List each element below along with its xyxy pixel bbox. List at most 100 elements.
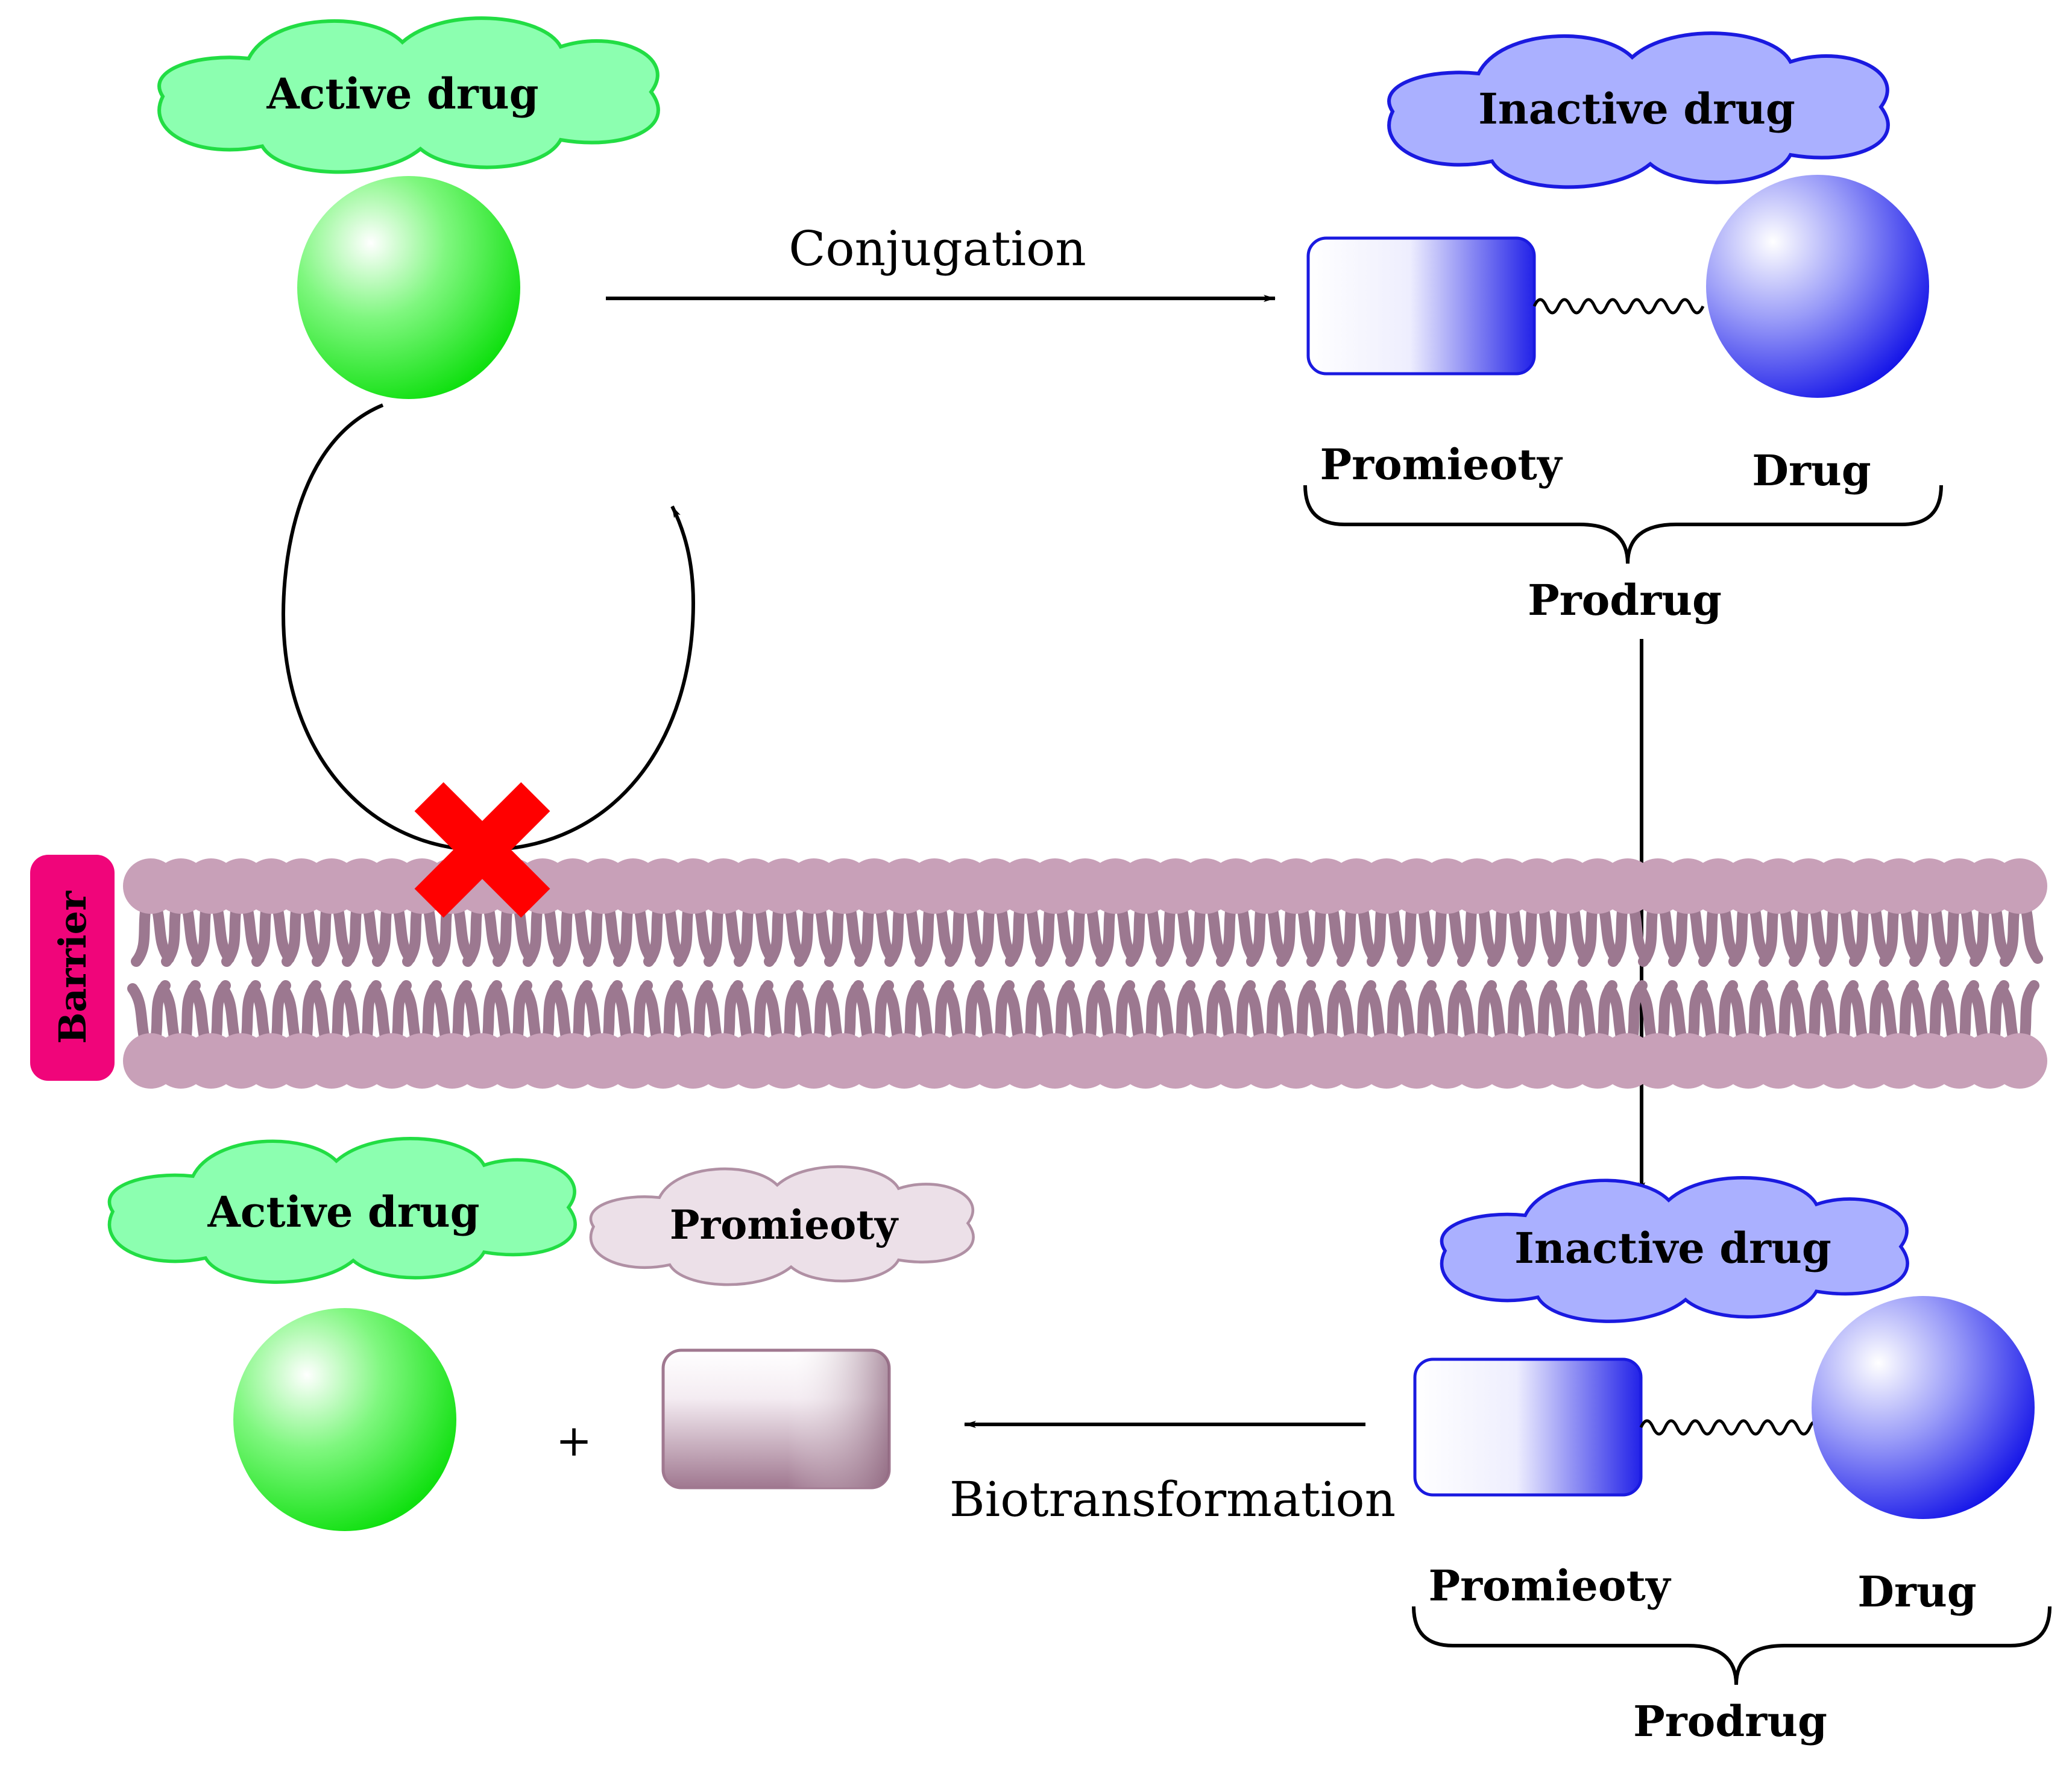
lipid-tail bbox=[1001, 983, 1024, 1045]
lipid-tail bbox=[1909, 902, 1930, 967]
lipid-tail bbox=[161, 902, 181, 967]
lipid-tail bbox=[553, 902, 573, 967]
lipid-tail bbox=[1035, 902, 1056, 967]
lipid-tail bbox=[1457, 902, 1478, 967]
lipid-tail bbox=[1152, 983, 1175, 1045]
lipid-tail bbox=[854, 902, 875, 967]
lipid-tail bbox=[282, 902, 302, 967]
lipid-tail bbox=[945, 902, 965, 967]
lipid-tail bbox=[1548, 902, 1568, 967]
lipid-tail bbox=[734, 902, 754, 967]
lipid-tail bbox=[1273, 983, 1296, 1045]
lipid-tail bbox=[312, 902, 332, 967]
lipid-tail bbox=[1695, 983, 1718, 1045]
lipid-tail bbox=[368, 983, 391, 1045]
lipid-tail bbox=[157, 983, 180, 1045]
lipid-tail bbox=[640, 983, 663, 1045]
lipid-tail bbox=[1303, 983, 1326, 1045]
linker-bottom bbox=[1639, 1419, 1821, 1436]
lipid-bilayer-membrane bbox=[123, 858, 2047, 1089]
lipid-tail bbox=[1668, 902, 1689, 967]
lipid-tail bbox=[523, 902, 543, 967]
lipid-tail bbox=[1212, 983, 1235, 1045]
lipid-tail bbox=[2020, 902, 2043, 964]
lipid-tail bbox=[127, 983, 150, 1045]
lipid-tail bbox=[971, 983, 994, 1045]
lipid-tail bbox=[1578, 902, 1598, 967]
inactive-drug-cloud-top: Inactive drug bbox=[1387, 31, 1890, 189]
linker-top bbox=[1532, 298, 1705, 315]
lipid-tail bbox=[764, 902, 784, 967]
lipid-tail bbox=[1333, 983, 1356, 1045]
lipid-tail bbox=[1638, 902, 1658, 967]
lipid-tail bbox=[881, 983, 904, 1045]
lipid-tail bbox=[884, 902, 905, 967]
lipid-tail bbox=[1031, 983, 1054, 1045]
lipid-tail bbox=[911, 983, 934, 1045]
lipid-tail bbox=[308, 983, 331, 1045]
lipid-head-outer bbox=[1992, 858, 2047, 914]
lipid-tail bbox=[1363, 983, 1386, 1045]
lipid-tail bbox=[670, 983, 693, 1045]
lipid-tail bbox=[2019, 980, 2039, 1045]
lipid-tail bbox=[704, 902, 724, 967]
lipid-tail bbox=[398, 983, 421, 1045]
lipid-tail bbox=[1514, 983, 1537, 1045]
lipid-tail bbox=[760, 983, 783, 1045]
blocked-permeation-arrow bbox=[281, 403, 696, 852]
lipid-tail bbox=[1936, 983, 1959, 1045]
lipid-tail bbox=[131, 902, 151, 967]
lipid-tail bbox=[1517, 902, 1538, 967]
lipid-tail bbox=[1759, 902, 1779, 967]
active-drug-label-top: Active drug bbox=[266, 69, 538, 119]
lipid-tail bbox=[1996, 983, 2019, 1045]
plus-sign: + bbox=[556, 1415, 592, 1466]
lipid-tail bbox=[221, 902, 242, 967]
lipid-tail bbox=[579, 983, 602, 1045]
lipid-tail bbox=[519, 983, 542, 1045]
lipid-tail bbox=[609, 983, 632, 1045]
lipid-tail bbox=[1608, 902, 1628, 967]
lipid-tail bbox=[790, 983, 813, 1045]
lipid-tail bbox=[1065, 902, 1086, 967]
lipid-tail bbox=[1095, 902, 1116, 967]
lipid-tail bbox=[2000, 902, 2020, 967]
lipid-tail bbox=[1574, 983, 1597, 1045]
lipid-tail bbox=[489, 983, 512, 1045]
lipid-tail bbox=[1785, 983, 1808, 1045]
inactive-drug-label-bottom: Inactive drug bbox=[1514, 1223, 1831, 1273]
lipid-tail bbox=[1182, 983, 1205, 1045]
lipid-tail bbox=[643, 902, 664, 967]
lipid-tail bbox=[1453, 983, 1476, 1045]
lipid-tail bbox=[1728, 902, 1749, 967]
lipid-tail bbox=[673, 902, 694, 967]
lipid-tail bbox=[278, 983, 301, 1045]
lipid-tail bbox=[1427, 902, 1447, 967]
lipid-tail bbox=[941, 983, 964, 1045]
drug-label-top: Drug bbox=[1752, 445, 1871, 495]
lipid-tail bbox=[583, 902, 603, 967]
lipid-tail bbox=[248, 983, 271, 1045]
lipid-tail bbox=[1397, 902, 1417, 967]
lipid-tail bbox=[251, 902, 272, 967]
promieoty-label-top: Promieoty bbox=[1320, 439, 1563, 489]
promoiety-block-top bbox=[1306, 236, 1536, 376]
drug-sphere-top bbox=[1706, 175, 1929, 398]
active-drug-cloud-bottom: Active drug bbox=[107, 1137, 577, 1284]
lipid-tail bbox=[1276, 902, 1297, 967]
lipid-tail bbox=[1126, 902, 1146, 967]
lipid-tail bbox=[429, 983, 452, 1045]
lipid-tail bbox=[462, 902, 483, 967]
prodrug-brace-bottom bbox=[1412, 1606, 2052, 1685]
inactive-drug-cloud-bottom: Inactive drug bbox=[1440, 1176, 1909, 1323]
lipid-tail bbox=[372, 902, 392, 967]
lipid-tail bbox=[1122, 983, 1145, 1045]
lipid-tail bbox=[342, 902, 362, 967]
drug-label-bottom: Drug bbox=[1857, 1567, 1976, 1617]
lipid-tail bbox=[820, 983, 843, 1045]
lipid-tail bbox=[1966, 983, 1989, 1045]
lipid-tail bbox=[1970, 902, 1990, 967]
lipid-tail bbox=[218, 983, 241, 1045]
lipid-tail bbox=[851, 983, 874, 1045]
lipid-tail bbox=[1246, 902, 1267, 967]
